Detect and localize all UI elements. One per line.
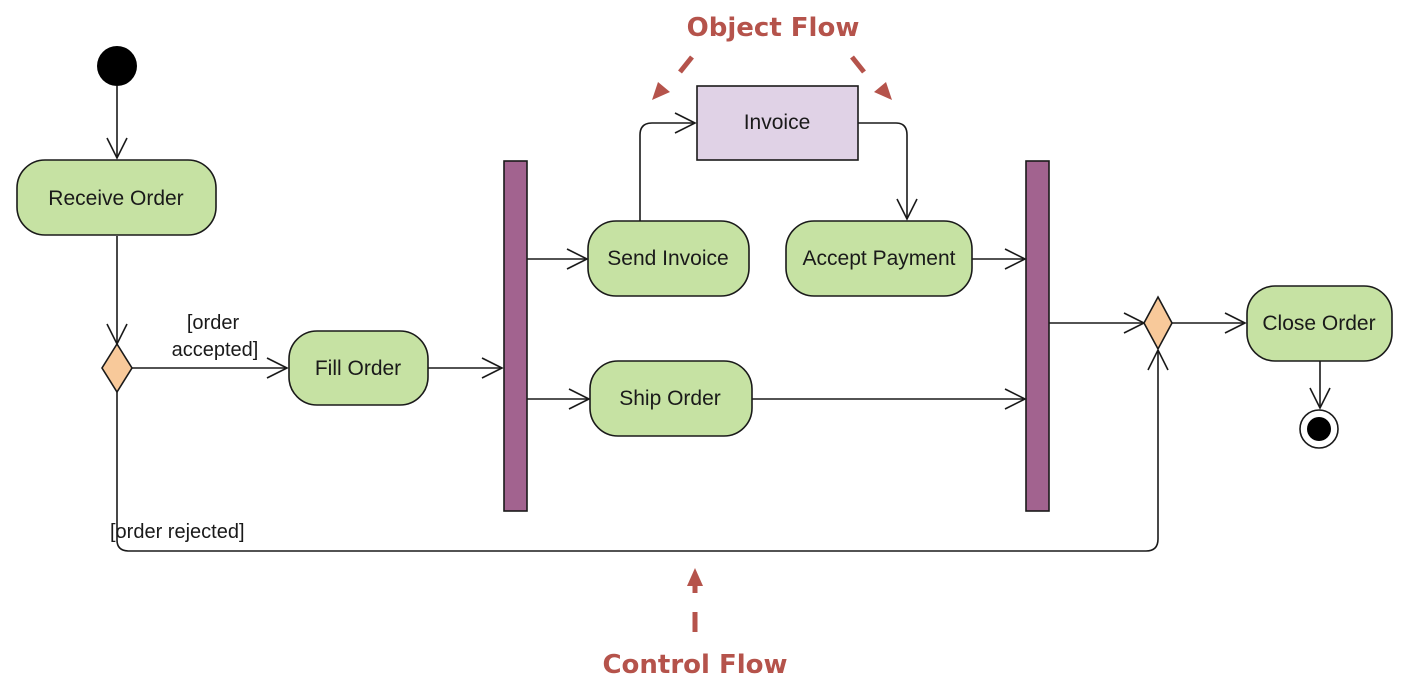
join-bar bbox=[1025, 160, 1050, 512]
object-node-invoice: Invoice bbox=[696, 85, 859, 161]
action-send-invoice: Send Invoice bbox=[587, 220, 750, 297]
final-node bbox=[1299, 409, 1339, 449]
callout-control-flow-arrow bbox=[687, 568, 703, 632]
action-close-order-label: Close Order bbox=[1262, 312, 1375, 335]
action-ship-order: Ship Order bbox=[589, 360, 753, 437]
action-receive-order: Receive Order bbox=[16, 159, 217, 236]
guard-order-accepted-line1: [order bbox=[187, 312, 240, 334]
merge-node bbox=[1143, 295, 1173, 351]
action-send-invoice-label: Send Invoice bbox=[607, 247, 728, 270]
action-accept-payment-label: Accept Payment bbox=[803, 247, 956, 270]
initial-node bbox=[97, 46, 137, 86]
flow-send-invoice-to-invoice bbox=[639, 112, 697, 221]
action-close-order: Close Order bbox=[1246, 285, 1393, 362]
guard-order-accepted-line2: accepted] bbox=[172, 339, 259, 361]
action-accept-payment: Accept Payment bbox=[785, 220, 973, 297]
flow-order-rejected bbox=[116, 348, 1169, 552]
callout-object-flow-right-arrow bbox=[850, 55, 892, 100]
action-fill-order: Fill Order bbox=[288, 330, 429, 406]
decision-node bbox=[101, 342, 133, 394]
flow-invoice-to-accept-payment bbox=[858, 122, 918, 221]
callout-object-flow-left-arrow bbox=[652, 55, 694, 100]
callout-object-flow: Object Flow bbox=[687, 13, 860, 43]
action-ship-order-label: Ship Order bbox=[619, 387, 721, 410]
action-receive-order-label: Receive Order bbox=[48, 187, 183, 210]
action-fill-order-label: Fill Order bbox=[315, 357, 401, 380]
guard-order-rejected: [order rejected] bbox=[110, 521, 245, 543]
fork-bar bbox=[503, 160, 528, 512]
object-invoice-label: Invoice bbox=[744, 111, 811, 134]
callout-control-flow: Control Flow bbox=[602, 650, 787, 680]
